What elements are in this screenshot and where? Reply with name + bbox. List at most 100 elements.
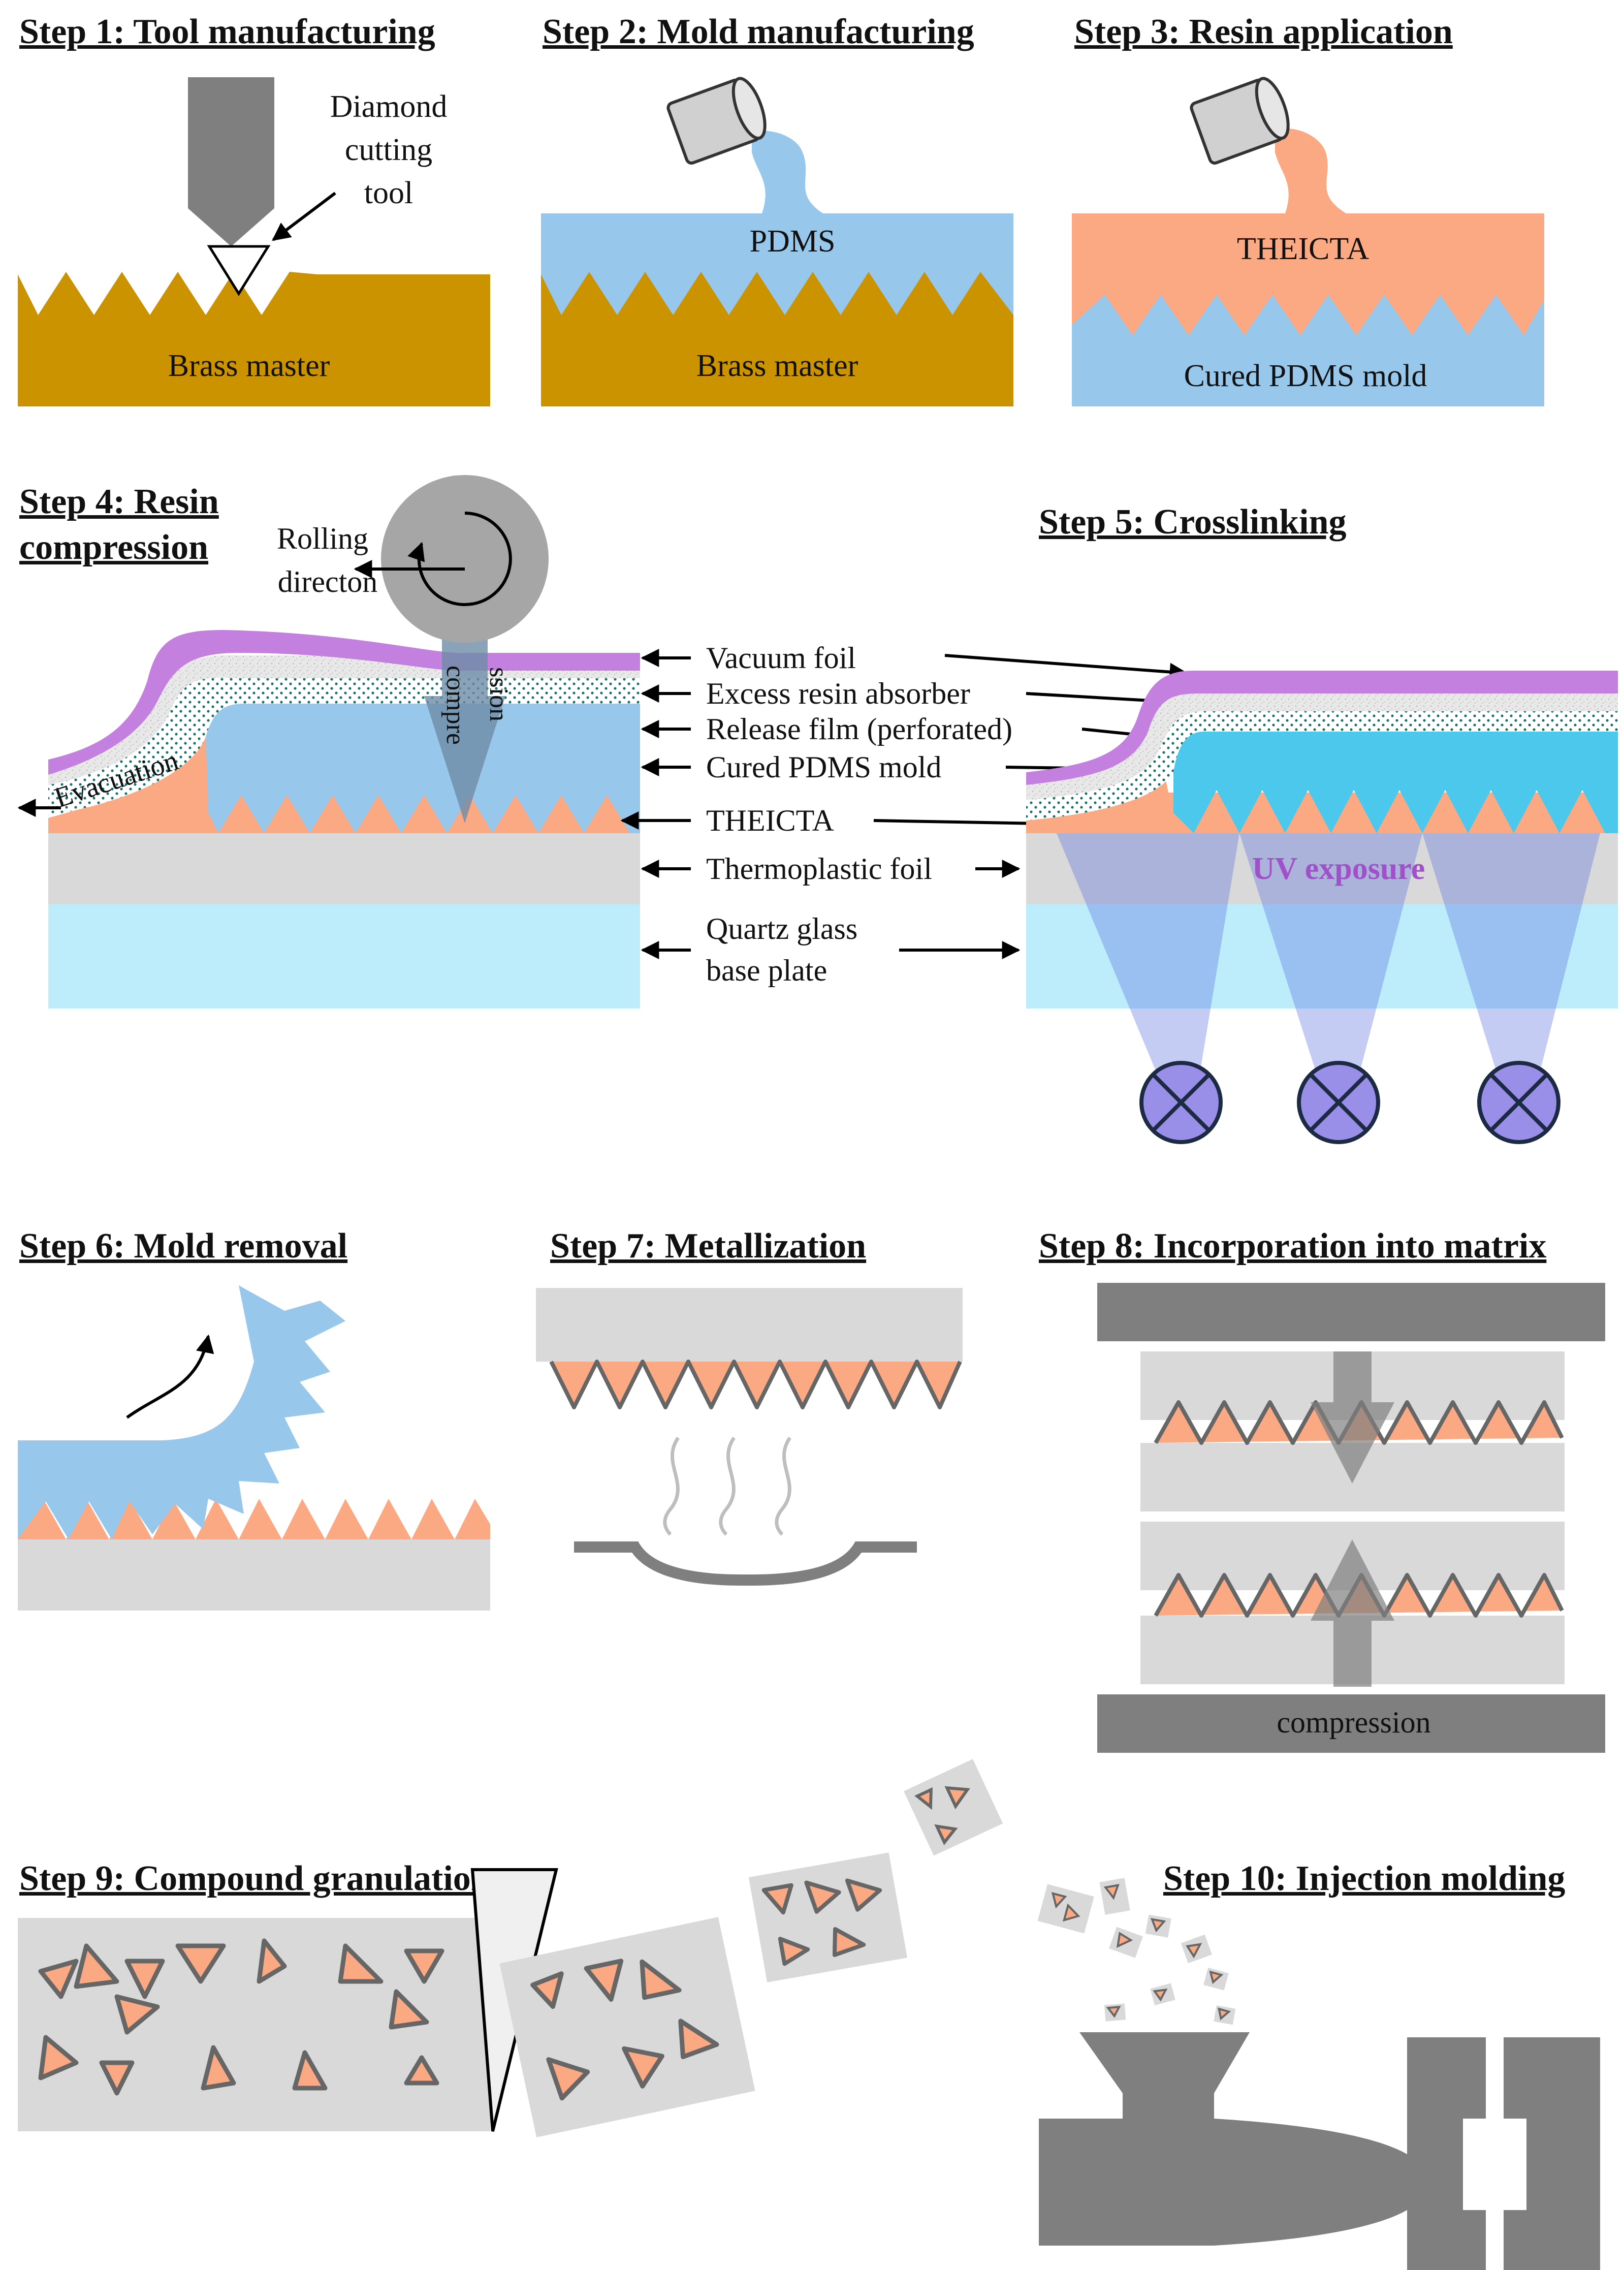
step3-panel: THEICTA Cured PDMS mold — [1072, 77, 1544, 406]
vacuum-foil-layer-5 — [1026, 671, 1618, 785]
brass-master-block-2 — [541, 272, 1013, 406]
theicta-label: THEICTA — [1237, 232, 1369, 266]
press-arrow-up — [1311, 1539, 1394, 1687]
brass-master-label: Brass master — [168, 349, 330, 383]
brass-master-block — [18, 272, 490, 406]
granule-2 — [904, 1759, 1003, 1856]
pour-cup-rim-3 — [1255, 77, 1290, 140]
compression-label-a: compre — [441, 666, 470, 745]
peel-direction-arrow — [126, 1334, 214, 1419]
uv-beam-1 — [1057, 833, 1239, 1095]
layer-legend: Vacuum foil Excess resin absorber Releas… — [620, 641, 1206, 987]
diamond-label-3: tool — [364, 176, 413, 210]
granule-1 — [748, 1852, 908, 1982]
step9-heading: Step 9: Compound granulation — [19, 1859, 491, 1898]
thermoplastic-foil-6 — [18, 1539, 490, 1611]
pdms-pour-stream — [752, 131, 823, 213]
uv-lamp-1 — [1139, 1061, 1223, 1144]
thermoplastic-foil-5 — [1026, 833, 1618, 904]
step2-panel: PDMS Brass master — [541, 77, 1013, 406]
uv-lamp-3 — [1477, 1061, 1561, 1144]
foil-7 — [536, 1288, 963, 1362]
theicta-prisms-6 — [18, 1499, 490, 1539]
step9-panel — [18, 1759, 1003, 2137]
granule-1-prisms — [761, 1878, 882, 1966]
quartz-glass-plate-5 — [1026, 904, 1618, 1008]
step6-panel — [18, 1285, 490, 1611]
cured-pdms-mold-layer-label: Cured PDMS mold — [706, 750, 941, 784]
peeled-pdms-mold — [18, 1285, 345, 1539]
evaporation-boat — [574, 1541, 917, 1586]
tool-pointer-arrow — [272, 192, 336, 241]
step10-panel — [1037, 1878, 1600, 2270]
compression-arrow — [424, 625, 505, 823]
release-film-layer-5 — [1026, 711, 1618, 821]
step4-panel: Rolling directon compre ssion Evacuation — [17, 475, 640, 1008]
falling-granules — [1037, 1878, 1236, 2025]
step7-heading: Step 7: Metallization — [550, 1226, 866, 1266]
diamond-tip — [207, 245, 271, 296]
press-plate-top — [1097, 1283, 1605, 1341]
brass-master-label-2: Brass master — [696, 349, 858, 383]
vapor-line-3 — [775, 1436, 791, 1536]
mold-half-right — [1504, 2037, 1600, 2270]
step6-heading: Step 6: Mold removal — [19, 1226, 347, 1266]
press-arrow-down — [1311, 1351, 1394, 1484]
theicta-pour-stream — [1275, 128, 1346, 213]
rolling-direction-circle-arrow — [407, 512, 512, 606]
step1-panel: Diamond cutting tool Brass master — [18, 77, 490, 406]
roller — [381, 475, 549, 643]
step1-heading: Step 1: Tool manufacturing — [19, 12, 435, 51]
vapor-line-1 — [663, 1436, 680, 1536]
excess-resin-absorber-label: Excess resin absorber — [706, 677, 970, 710]
rolling-label-1: Rolling — [277, 522, 368, 555]
diamond-label-2: cutting — [345, 133, 432, 167]
step3-heading: Step 3: Resin application — [1074, 12, 1453, 51]
pdms-mold-layer-5 — [1173, 732, 1618, 833]
embedded-prisms-piece-1 — [530, 1959, 719, 2101]
granule-2-prisms — [914, 1786, 970, 1845]
metallized-prisms-7 — [549, 1360, 962, 1409]
release-film-layer — [48, 677, 640, 815]
step8-heading: Step 8: Incorporation into matrix — [1039, 1226, 1546, 1266]
uv-beam-2 — [1239, 833, 1422, 1095]
theicta-layer-label: THEICTA — [706, 804, 834, 837]
compression-label: compression — [1277, 1706, 1430, 1739]
quartz-label-1: Quartz glass — [706, 912, 857, 945]
diamond-label-1: Diamond — [330, 89, 448, 124]
pdms-label: PDMS — [750, 224, 836, 259]
step8-panel: compression — [1097, 1283, 1605, 1753]
injection-machine — [1039, 2032, 1407, 2246]
quartz-glass-plate — [48, 904, 640, 1008]
pdms-mold-layer — [206, 704, 640, 833]
step10-heading: Step 10: Injection molding — [1163, 1859, 1565, 1898]
rolling-label-2: directon — [278, 565, 378, 598]
step4-heading-line2: compression — [19, 528, 208, 567]
step7-panel — [536, 1288, 963, 1586]
theicta-pool — [1072, 213, 1544, 335]
press-plate-bottom — [1097, 1694, 1605, 1753]
embedded-prisms-strand — [38, 1938, 444, 2096]
step5-panel: UV exposure — [1026, 671, 1618, 1144]
step5-heading: Step 5: Crosslinking — [1039, 502, 1347, 542]
compression-label-b: ssion — [484, 667, 513, 721]
uv-lamp-2 — [1297, 1061, 1380, 1144]
vacuum-foil-layer — [48, 630, 640, 775]
absorber-layer-5 — [1026, 693, 1618, 800]
pour-cup-rim-2 — [731, 77, 767, 140]
cured-pdms-mold-label: Cured PDMS mold — [1184, 359, 1427, 393]
mold-half-left — [1407, 2037, 1486, 2270]
quartz-label-2: base plate — [706, 954, 827, 987]
step2-heading: Step 2: Mold manufacturing — [543, 12, 974, 51]
diamond-cutting-tool — [188, 77, 274, 246]
vapor-line-2 — [719, 1436, 736, 1536]
vacuum-foil-label: Vacuum foil — [706, 641, 856, 675]
thermoplastic-foil-label: Thermoplastic foil — [706, 852, 932, 886]
vacuum-foil-arrow-right — [944, 654, 1188, 681]
release-film-label: Release film (perforated) — [706, 712, 1012, 746]
uv-beam-3 — [1422, 833, 1600, 1095]
thermoplastic-foil — [48, 833, 640, 904]
step4-heading-line1: Step 4: Resin — [19, 482, 219, 521]
uv-exposure-label: UV exposure — [1252, 852, 1425, 886]
